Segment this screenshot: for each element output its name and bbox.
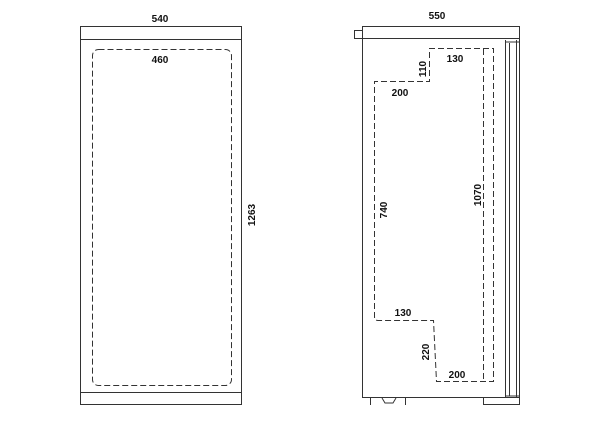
side-view: 550 130 110 200 740 1070 130 220 200 bbox=[354, 11, 520, 405]
bottom-width-label: 200 bbox=[449, 370, 466, 381]
front-width-label: 540 bbox=[152, 14, 169, 25]
top-step-width-label: 130 bbox=[447, 54, 464, 65]
front-inner-width-label: 460 bbox=[152, 55, 169, 66]
side-top-cap bbox=[362, 26, 520, 39]
lower-step-height-label: 220 bbox=[421, 343, 432, 360]
side-inner-profile bbox=[374, 48, 494, 382]
left-height-label: 740 bbox=[379, 201, 390, 218]
front-inner-dashed bbox=[92, 49, 232, 386]
front-view: 540 460 1263 bbox=[80, 14, 258, 405]
inner-height-label: 1070 bbox=[473, 183, 484, 206]
lower-step-width-label: 130 bbox=[395, 308, 412, 319]
side-depth-label: 550 bbox=[429, 11, 446, 22]
upper-shelf-label: 200 bbox=[392, 88, 409, 99]
side-knob bbox=[354, 30, 363, 39]
side-foot bbox=[370, 397, 406, 405]
side-body bbox=[362, 38, 505, 398]
top-step-height-label: 110 bbox=[418, 60, 429, 77]
side-door bbox=[505, 39, 520, 398]
front-outline bbox=[80, 26, 242, 405]
front-height-label: 1263 bbox=[247, 203, 258, 226]
side-base bbox=[483, 397, 520, 405]
